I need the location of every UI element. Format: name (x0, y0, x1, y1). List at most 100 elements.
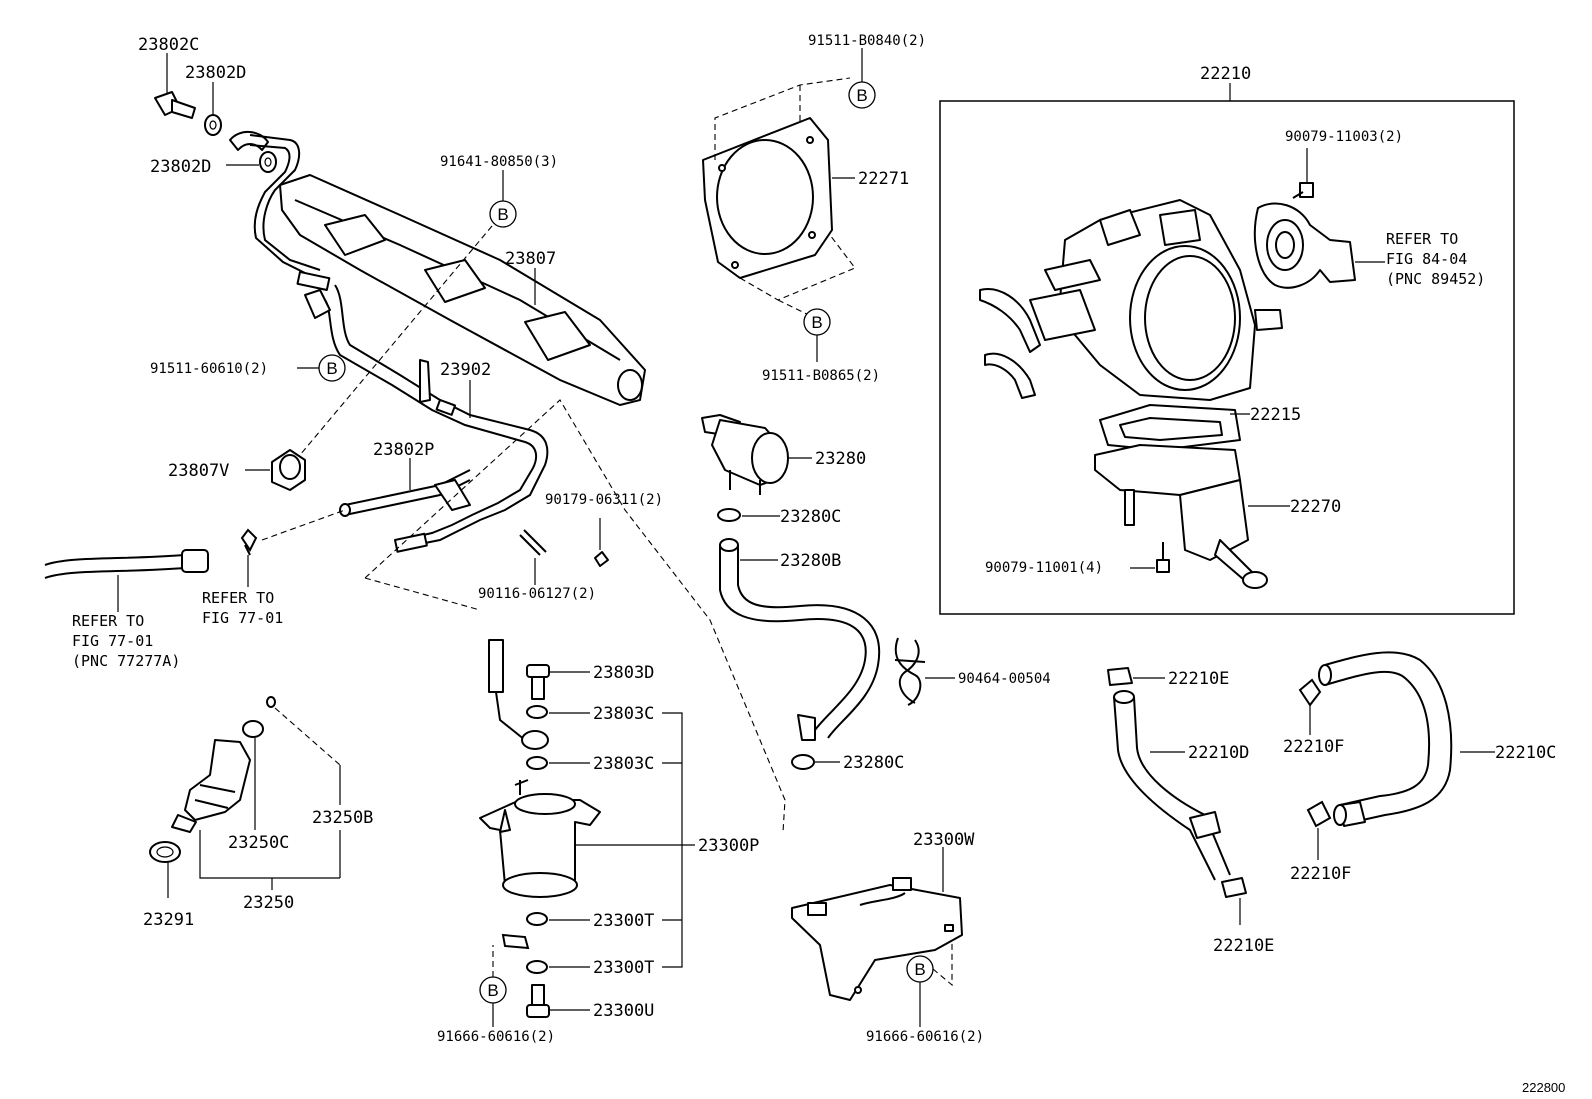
throttle-position-sensor (1253, 202, 1356, 289)
refer-fig77-large-line2: FIG 77-01 (72, 632, 153, 650)
refer-fig84-line3: (PNC 89452) (1386, 270, 1485, 288)
label-23300U: 23300U (593, 1001, 654, 1021)
label-23280C-lower: 23280C (843, 753, 904, 773)
idle-speed-control-valve-22270 (1094, 444, 1268, 589)
label-91641: 91641-80850(3) (440, 154, 558, 170)
pipe-23802P (339, 469, 471, 517)
hose-to-regulator (488, 639, 549, 750)
label-22210E-upper: 22210E (1168, 669, 1229, 689)
label-22210F-lower: 22210F (1290, 864, 1351, 884)
refer-fig77-small-line2: FIG 77-01 (202, 609, 283, 627)
label-23807: 23807 (505, 249, 556, 269)
hose-22210C (1318, 651, 1453, 827)
figure-number: 222800 (1522, 1080, 1565, 1095)
bracket-23250 (199, 830, 340, 890)
marker-b-91511-60610: B (318, 354, 346, 382)
label-23803D: 23803D (593, 663, 654, 683)
gasket-22271 (702, 117, 833, 279)
svg-text:B: B (497, 205, 508, 224)
gasket-23300T-upper (526, 912, 548, 926)
dash-pipe-regulator-outline (364, 399, 786, 833)
label-23250B: 23250B (312, 808, 373, 828)
bolt-23803D (526, 664, 550, 700)
bracket-23300W (791, 877, 963, 1001)
label-91511-60610: 91511-60610(2) (150, 361, 268, 377)
gasket-23803C-upper (526, 705, 548, 719)
throttle-body-assembly-box (939, 100, 1515, 615)
refer-fig84-line1: REFER TO (1386, 230, 1458, 248)
label-23300P: 23300P (698, 836, 759, 856)
svg-text:B: B (487, 981, 498, 1000)
hose-22210D (1113, 690, 1231, 881)
label-90464: 90464-00504 (958, 671, 1051, 687)
grommet-23250B (266, 696, 276, 708)
throttle-body-22210 (979, 199, 1283, 401)
fuel-pipe-23902 (229, 131, 549, 553)
vsv-23280 (701, 414, 789, 495)
label-91511-B0840: 91511-B0840(2) (808, 33, 926, 49)
insulator-23291 (149, 841, 181, 863)
hose-23280B (719, 538, 881, 741)
svg-text:B: B (856, 86, 867, 105)
bolt-23802C (154, 91, 196, 119)
dash-22271-top (714, 77, 851, 160)
label-23280B: 23280B (780, 551, 841, 571)
gasket-23300T-lower (526, 960, 548, 974)
pressure-regulator-23300P (479, 779, 601, 898)
clip-90464-00504 (894, 637, 926, 706)
union-bolt-23300U (526, 984, 550, 1018)
clamp-22210F-lower (1306, 800, 1332, 828)
bracket-23803C-23300T (662, 712, 683, 968)
label-23250: 23250 (243, 893, 294, 913)
label-23300T-lower: 23300T (593, 958, 654, 978)
label-23902: 23902 (440, 360, 491, 380)
clamp-23280C-upper (717, 508, 741, 522)
svg-text:B: B (914, 960, 925, 979)
label-22210D: 22210D (1188, 743, 1249, 763)
fuel-delivery-pipe-23807 (279, 174, 646, 406)
dash-23250B (274, 707, 341, 766)
label-23250C: 23250C (228, 833, 289, 853)
label-22210F-upper: 22210F (1283, 737, 1344, 757)
fuel-hose-refer-fig77 (44, 549, 209, 579)
label-91666-right: 91666-60616(2) (866, 1029, 984, 1045)
label-23803C-upper: 23803C (593, 704, 654, 724)
clamp-22210E-lower (1221, 877, 1247, 898)
label-22271: 22271 (858, 169, 909, 189)
label-91666-left: 91666-60616(2) (437, 1029, 555, 1045)
clip-refer-fig77 (240, 528, 258, 556)
marker-b-22271-bottom: B (803, 308, 831, 336)
clamp-regulator (501, 933, 530, 950)
label-90116: 90116-06127(2) (478, 586, 596, 602)
dash-23802P-clip (261, 509, 346, 541)
dash-91666-right (932, 940, 953, 987)
marker-b-91641: B (489, 200, 517, 228)
clamp-22210E-upper (1107, 667, 1133, 686)
label-22210E-lower: 22210E (1213, 936, 1274, 956)
o-ring-23250C (242, 720, 264, 738)
svg-text:B: B (326, 359, 337, 378)
refer-fig77-large-line3: (PNC 77277A) (72, 652, 180, 670)
marker-b-22271-top: B (848, 81, 876, 109)
pulsation-damper-23807V (271, 449, 306, 491)
marker-b-91666-right: B (906, 955, 934, 983)
screw-90079-11003 (1292, 182, 1314, 199)
label-22215: 22215 (1250, 405, 1301, 425)
label-23291: 23291 (143, 910, 194, 930)
refer-fig84-line2: FIG 84-04 (1386, 250, 1467, 268)
label-90079-11001: 90079-11001(4) (985, 560, 1103, 576)
gasket-23802D-lower (259, 151, 277, 173)
label-22270: 22270 (1290, 497, 1341, 517)
label-23803C-lower: 23803C (593, 754, 654, 774)
label-23280C-upper: 23280C (780, 507, 841, 527)
screw-90079-11001 (1156, 542, 1170, 573)
marker-b-91666-left: B (479, 976, 507, 1004)
gasket-22215 (1099, 404, 1241, 451)
label-22210: 22210 (1200, 64, 1251, 84)
label-91511-B0865: 91511-B0865(2) (762, 368, 880, 384)
refer-fig77-large-line1: REFER TO (72, 612, 144, 630)
label-23280: 23280 (815, 449, 866, 469)
label-90179: 90179-06311(2) (545, 492, 663, 508)
